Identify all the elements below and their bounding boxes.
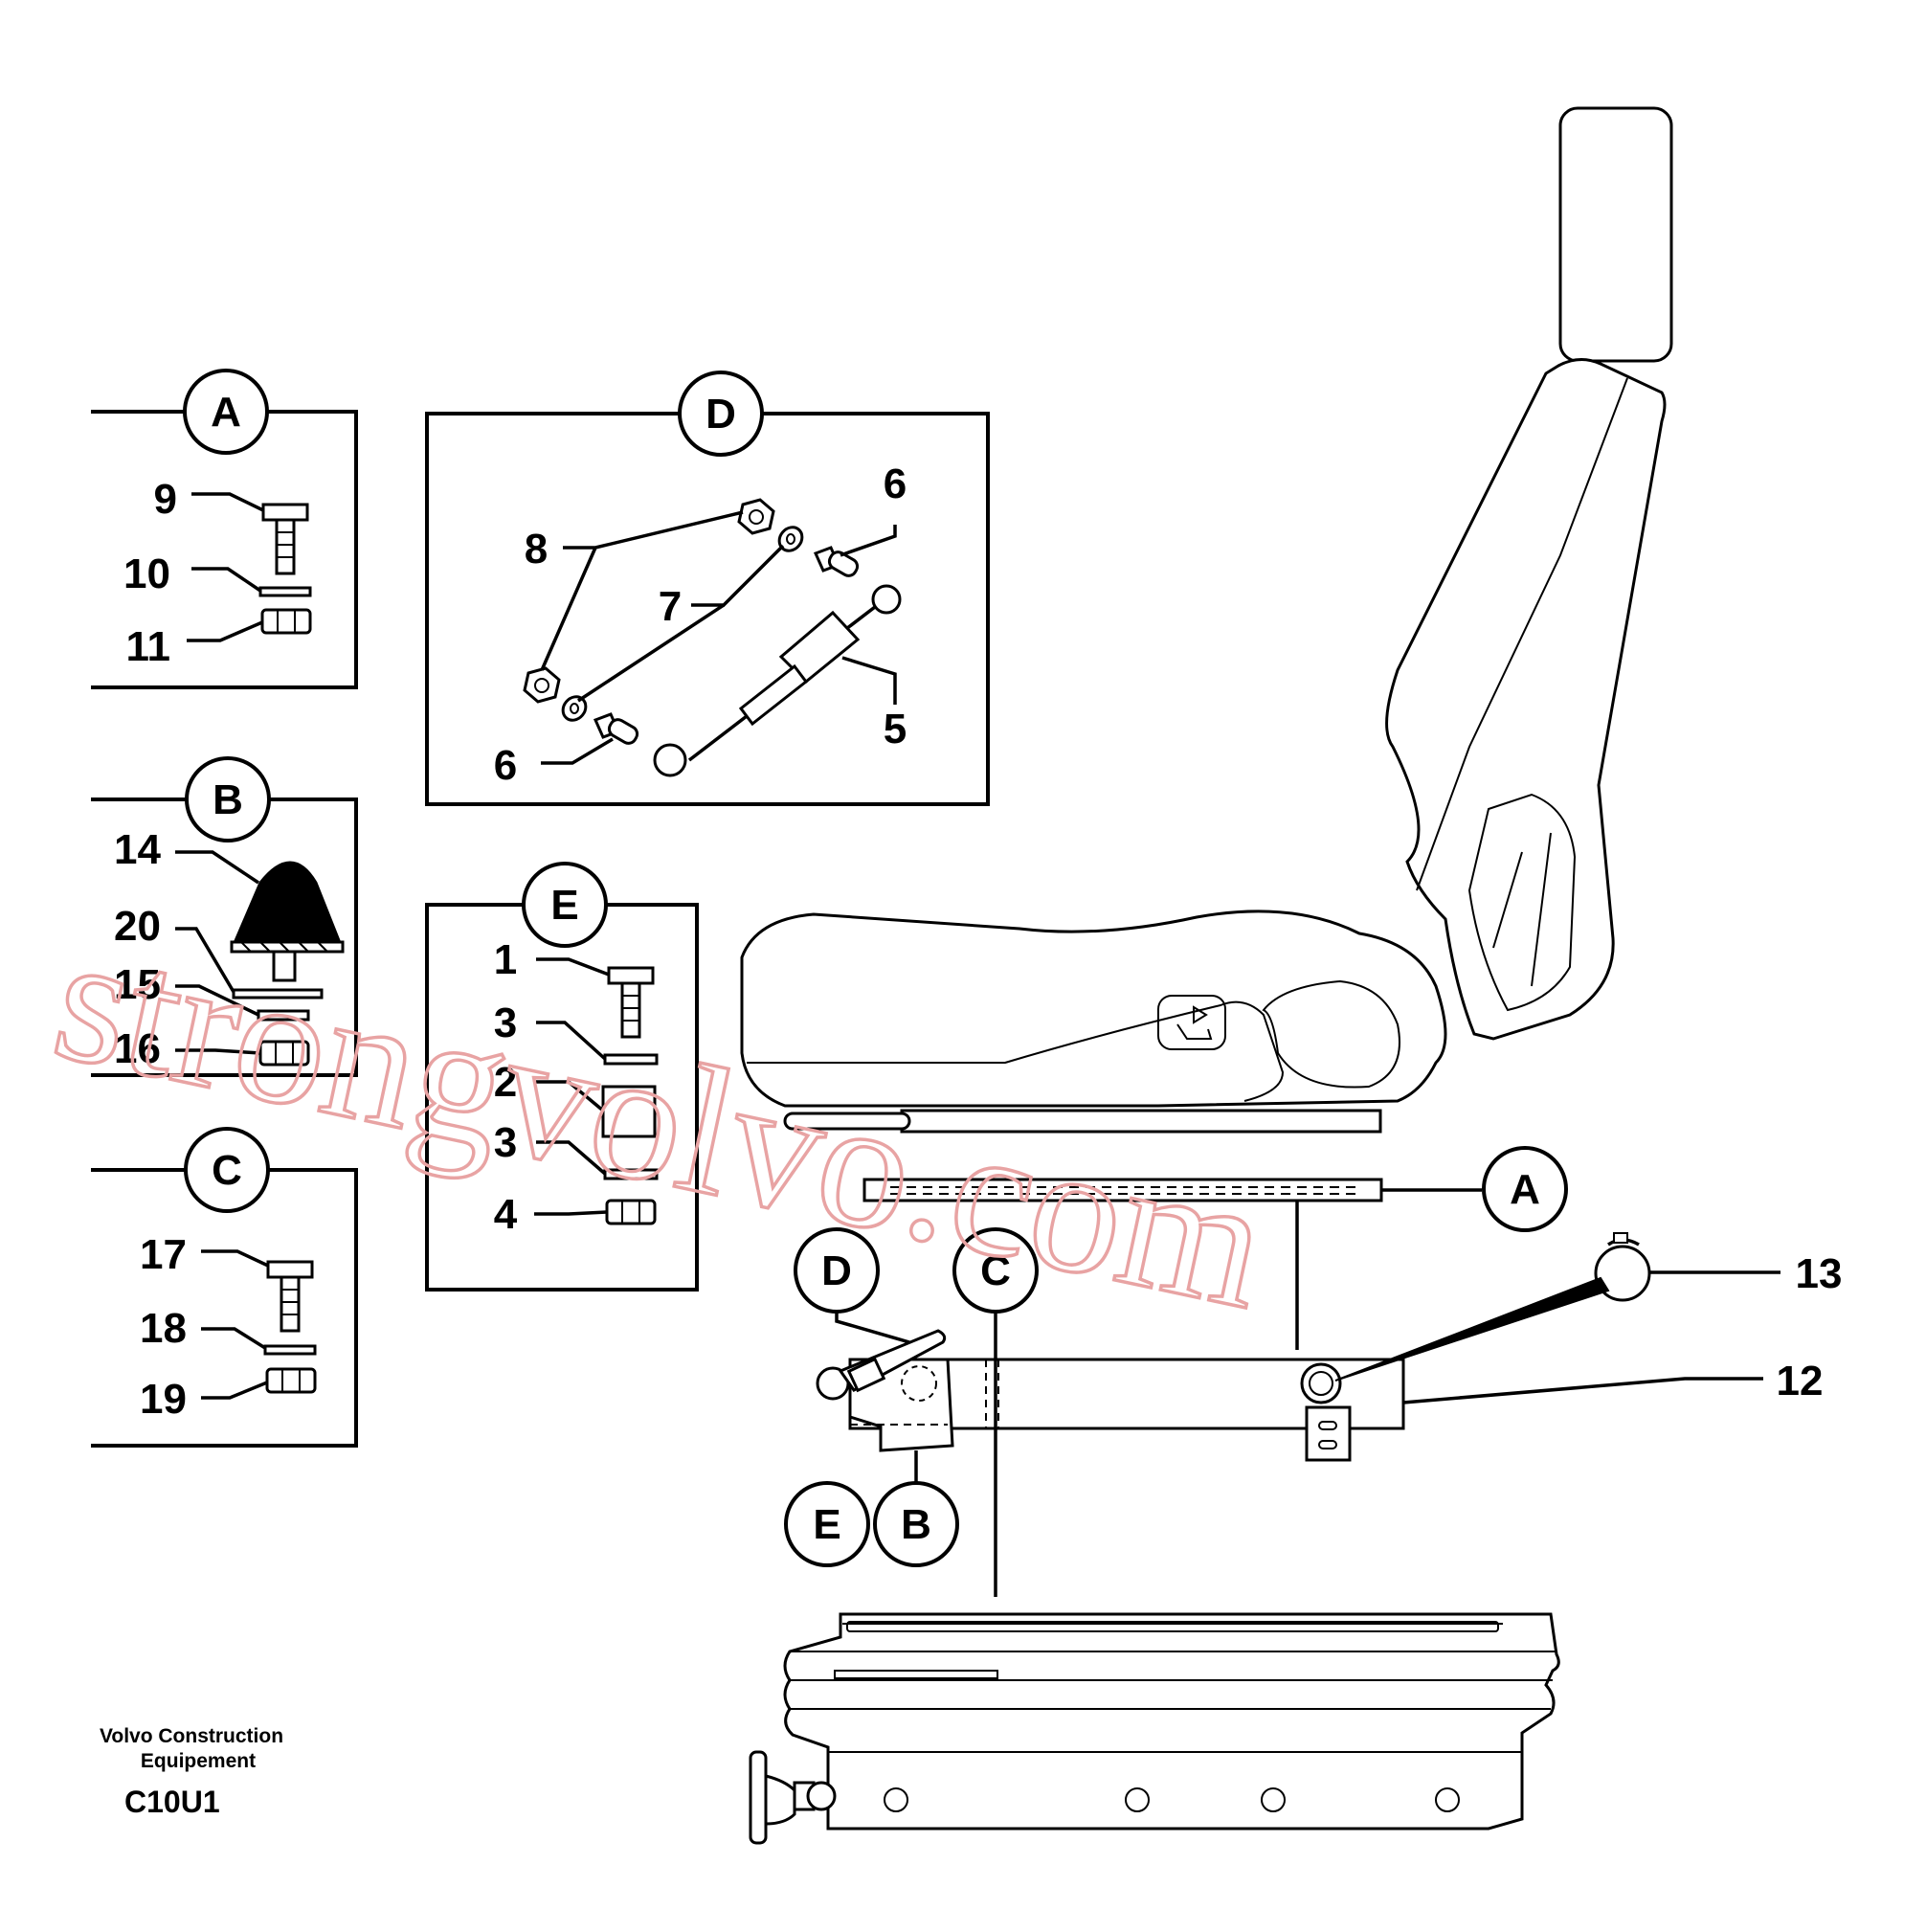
washer-part-10	[258, 586, 312, 597]
detail-box-e: E 1 3 2 3 4	[425, 862, 699, 1292]
spacer-part-2	[601, 1085, 657, 1138]
gas-spring-part-5	[653, 584, 902, 777]
suspension-frame	[848, 1358, 1405, 1462]
washer-part-18	[263, 1344, 317, 1356]
weight-adjust-knob	[749, 1750, 837, 1845]
svg-text:E: E	[813, 1501, 840, 1548]
part-number-19: 19	[140, 1376, 187, 1423]
headrest	[1558, 106, 1673, 363]
part-number-6-bottom: 6	[494, 742, 517, 789]
buffer-stud	[272, 950, 297, 982]
callout-label-b: B	[213, 776, 243, 823]
part-number-5: 5	[884, 706, 907, 753]
slide-release-bar	[783, 1112, 911, 1131]
part-number-15: 15	[114, 961, 161, 1008]
seat-cushion	[740, 910, 1447, 1108]
svg-text:B: B	[901, 1501, 931, 1548]
callout-label-e: E	[550, 882, 578, 929]
callout-bubble-a	[183, 369, 269, 455]
bolt-part-17	[266, 1260, 314, 1333]
part-number-8: 8	[525, 526, 548, 573]
part-number-2: 2	[494, 1059, 517, 1106]
detail-box-a: A 9 10 11	[91, 369, 358, 689]
company-name-line1: Volvo Construction	[100, 1725, 283, 1747]
main-callout-e: E	[784, 1481, 870, 1567]
backrest	[1385, 358, 1667, 1041]
part-number-6-top: 6	[884, 461, 907, 507]
part-number-18: 18	[140, 1305, 187, 1352]
ball-stud-part-6-top	[813, 546, 860, 577]
part-number-4: 4	[494, 1191, 518, 1238]
nut-part-11	[260, 608, 312, 635]
suspension-base-bellows	[783, 1612, 1560, 1831]
callout-label-d: D	[705, 391, 736, 438]
drawing-code: C10U1	[124, 1785, 220, 1819]
part-number-11: 11	[125, 623, 170, 670]
bolt-part-1	[607, 966, 655, 1039]
part-number-14: 14	[114, 826, 161, 873]
ball-stud-part-6-bottom	[593, 712, 639, 745]
main-callout-b: B	[873, 1450, 959, 1567]
part-number-7: 7	[659, 583, 682, 630]
part-number-3-bottom: 3	[494, 1119, 517, 1166]
detail-box-b: B 14 20 15 16	[91, 756, 358, 1077]
nut-part-8-bottom	[523, 666, 561, 704]
svg-text:C: C	[980, 1247, 1011, 1294]
part-number-16: 16	[114, 1025, 161, 1072]
callout-label-c: C	[212, 1147, 242, 1194]
washer-part-7-top	[777, 526, 804, 552]
washer-part-3-top	[603, 1053, 659, 1066]
seat-assembly: 13 12	[740, 106, 1843, 1845]
nut-part-8-top	[737, 498, 775, 535]
part-number-12: 12	[1777, 1358, 1824, 1404]
part-number-9: 9	[154, 476, 177, 523]
recline-adjust-icon	[1157, 995, 1226, 1050]
nut-part-4	[605, 1199, 657, 1225]
part-number-13: 13	[1796, 1250, 1843, 1297]
bushing-part-12	[1300, 1362, 1342, 1404]
detail-box-d: D	[425, 371, 990, 806]
company-name-line2: Equipement	[141, 1750, 256, 1772]
detail-box-c: C 17 18 19	[91, 1127, 358, 1448]
part-number-1: 1	[494, 936, 517, 983]
rubber-buffer-part-14	[232, 861, 343, 945]
part-number-3-top: 3	[494, 1000, 517, 1046]
svg-text:D: D	[821, 1247, 852, 1294]
svg-text:A: A	[1510, 1166, 1540, 1213]
main-callout-d: D	[794, 1227, 910, 1344]
part-number-10: 10	[123, 550, 170, 597]
callout-bubble-c	[184, 1127, 270, 1213]
washer-part-20	[232, 988, 324, 1000]
callout-bubble-d	[678, 371, 764, 457]
part-number-17: 17	[140, 1231, 187, 1278]
callout-bubble-b	[185, 756, 271, 842]
washer-part-3-bottom	[603, 1168, 659, 1180]
recline-lever	[816, 1329, 947, 1401]
washer-part-15	[257, 1009, 310, 1022]
nut-part-19	[265, 1367, 317, 1394]
main-callout-c: C	[952, 1227, 1039, 1314]
part-number-20: 20	[114, 903, 161, 950]
main-callout-a: A	[1482, 1146, 1568, 1232]
callout-label-a: A	[211, 389, 241, 436]
bolt-part-9	[261, 503, 309, 575]
callout-bubble-e	[522, 862, 608, 948]
